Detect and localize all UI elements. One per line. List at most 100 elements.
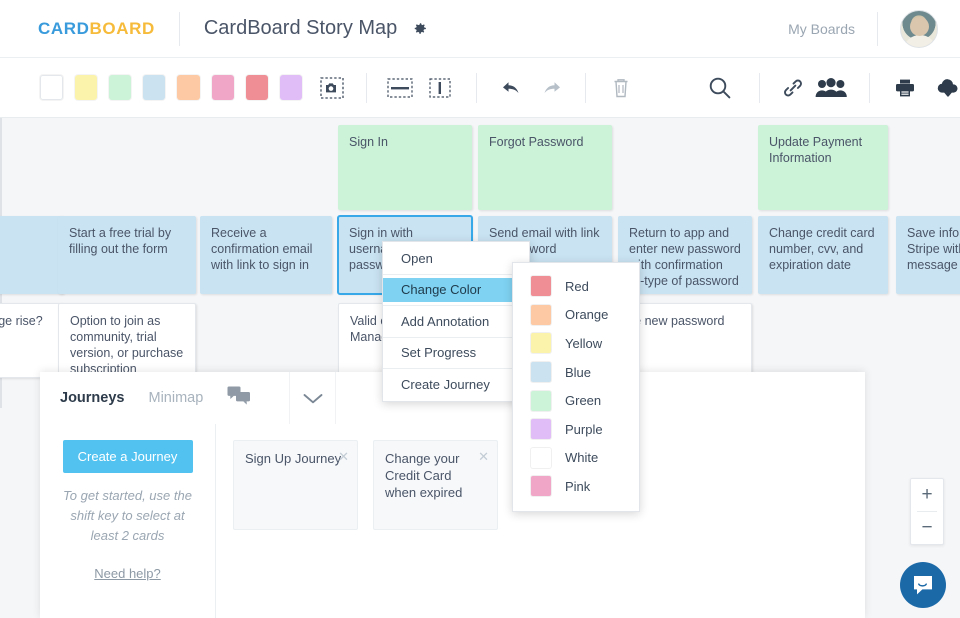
color-option-white[interactable]: White bbox=[513, 444, 639, 473]
tab-journeys[interactable]: Journeys bbox=[60, 390, 125, 406]
color-option-orange[interactable]: Orange bbox=[513, 301, 639, 330]
journey-card[interactable]: Change your Credit Card when expired ✕ bbox=[373, 440, 498, 530]
comments-icon[interactable] bbox=[227, 386, 251, 410]
color-option-label: Blue bbox=[565, 364, 592, 380]
color-swatch-icon bbox=[531, 276, 551, 297]
tab-minimap[interactable]: Minimap bbox=[148, 390, 204, 406]
color-option-yellow[interactable]: Yellow bbox=[513, 329, 639, 358]
zoom-controls-separator bbox=[917, 511, 937, 512]
journey-card[interactable]: Sign Up Journey✕ bbox=[233, 440, 358, 530]
my-boards-link[interactable]: My Boards bbox=[788, 20, 855, 37]
header-right: My Boards bbox=[788, 9, 960, 48]
color-swatch-icon bbox=[531, 304, 551, 325]
story-card-text: Receive a confirmation email with link t… bbox=[211, 226, 313, 272]
logo-text-card: CARD bbox=[38, 18, 90, 38]
zoom-out-button[interactable]: − bbox=[921, 517, 933, 538]
print-icon[interactable] bbox=[892, 74, 917, 102]
story-card[interactable]: Option to join as community, trial versi… bbox=[58, 303, 196, 378]
chevron-down-icon[interactable] bbox=[289, 372, 336, 424]
color-option-label: Orange bbox=[565, 307, 609, 323]
camera-icon[interactable] bbox=[319, 74, 344, 102]
swatch-yellow[interactable] bbox=[74, 75, 97, 100]
redo-icon[interactable] bbox=[538, 74, 563, 102]
toolbar-divider-5 bbox=[869, 72, 871, 103]
cardboard-logo[interactable]: CARDBOARD bbox=[38, 19, 155, 39]
journeys-panel-tabs: Journeys Minimap bbox=[40, 372, 865, 424]
story-card[interactable]: Forgot Password bbox=[478, 125, 612, 210]
context-menu-item-set-progress[interactable]: Set Progress bbox=[383, 341, 529, 366]
story-card[interactable]: Return to app and enter new password wit… bbox=[618, 216, 752, 294]
trash-icon[interactable] bbox=[608, 74, 633, 102]
color-option-purple[interactable]: Purple bbox=[513, 415, 639, 444]
story-card[interactable]: Change credit card number, cvv, and expi… bbox=[758, 216, 888, 294]
context-menu-item-open[interactable]: Open bbox=[383, 246, 529, 271]
color-option-label: Pink bbox=[565, 478, 591, 494]
color-swatch-icon bbox=[531, 362, 551, 383]
close-icon[interactable]: ✕ bbox=[478, 449, 489, 464]
avatar[interactable] bbox=[900, 9, 938, 48]
journey-card-title: Change your Credit Card when expired bbox=[385, 451, 463, 500]
swatch-white[interactable] bbox=[40, 75, 63, 100]
color-swatch-icon bbox=[531, 447, 551, 468]
story-card[interactable]: Update Payment Information bbox=[758, 125, 888, 210]
link-icon[interactable] bbox=[780, 74, 805, 102]
color-option-label: Purple bbox=[565, 421, 603, 437]
vertical-split-icon[interactable] bbox=[427, 74, 452, 102]
context-menu-separator-2 bbox=[383, 305, 529, 306]
create-journey-button[interactable]: Create a Journey bbox=[62, 440, 193, 473]
context-menu-separator-3 bbox=[383, 336, 529, 338]
swatch-purple[interactable] bbox=[280, 75, 303, 100]
undo-icon[interactable] bbox=[499, 74, 524, 102]
story-card-text: Save information to Stripe with success … bbox=[907, 226, 960, 272]
story-card-text: am, large rise? bbox=[0, 314, 43, 328]
story-card[interactable]: Start a free trial by filling out the fo… bbox=[58, 216, 196, 294]
context-menu-item-add-annotation[interactable]: Add Annotation bbox=[383, 309, 529, 334]
zoom-controls: + − bbox=[910, 478, 944, 545]
logo-text-board: BOARD bbox=[89, 18, 155, 38]
story-card-text: Sign In bbox=[349, 135, 388, 149]
people-icon[interactable] bbox=[815, 74, 847, 102]
color-swatch-icon bbox=[531, 476, 551, 497]
color-option-label: Green bbox=[565, 393, 602, 409]
story-card[interactable]: Sign In bbox=[338, 125, 472, 210]
color-option-blue[interactable]: Blue bbox=[513, 358, 639, 387]
zoom-in-button[interactable]: + bbox=[921, 484, 933, 505]
story-card[interactable]: options bbox=[0, 216, 64, 294]
swatch-red[interactable] bbox=[245, 75, 269, 100]
page-title: CardBoard Story Map bbox=[203, 17, 398, 39]
toolbar-divider-3 bbox=[585, 72, 587, 103]
story-card[interactable]: am, large rise? bbox=[0, 303, 64, 378]
story-card-text: Forgot Password bbox=[489, 135, 584, 149]
context-menu-label: Open bbox=[401, 250, 433, 266]
swatch-blue[interactable] bbox=[143, 75, 166, 100]
swatch-orange[interactable] bbox=[177, 75, 200, 100]
horizontal-split-icon[interactable] bbox=[387, 74, 413, 102]
context-menu-label: Add Annotation bbox=[401, 313, 490, 329]
context-menu-item-create-journey[interactable]: Create Journey bbox=[383, 372, 529, 397]
header-divider bbox=[178, 11, 180, 46]
journeys-panel-body: Create a Journey To get started, use the… bbox=[40, 424, 865, 618]
swatch-pink[interactable] bbox=[211, 75, 234, 100]
color-swatch-icon bbox=[531, 390, 551, 411]
color-swatch-icon bbox=[531, 333, 551, 354]
story-card[interactable]: Save information to Stripe with success … bbox=[896, 216, 960, 294]
color-option-red[interactable]: Red bbox=[513, 272, 639, 301]
search-icon[interactable] bbox=[705, 71, 735, 105]
app-header: CARDBOARD CardBoard Story Map My Boards bbox=[0, 0, 960, 58]
story-card-text: Start a free trial by filling out the fo… bbox=[69, 226, 172, 256]
journeys-sidebar: Create a Journey To get started, use the… bbox=[40, 424, 216, 618]
cloud-download-icon[interactable] bbox=[935, 74, 960, 102]
color-option-green[interactable]: Green bbox=[513, 386, 639, 415]
close-icon[interactable]: ✕ bbox=[338, 449, 349, 464]
story-card[interactable]: Receive a confirmation email with link t… bbox=[200, 216, 332, 294]
story-card[interactable]: re new password bbox=[618, 303, 752, 383]
context-menu-label: Change Color bbox=[401, 282, 482, 298]
chat-bubble-icon[interactable] bbox=[900, 562, 946, 608]
color-option-pink[interactable]: Pink bbox=[513, 472, 639, 501]
context-menu-separator-4 bbox=[383, 368, 529, 369]
need-help-link[interactable]: Need help? bbox=[94, 566, 161, 581]
context-menu-item-change-color[interactable]: Change Color bbox=[383, 277, 529, 302]
swatch-green[interactable] bbox=[108, 75, 132, 100]
gear-icon[interactable] bbox=[409, 19, 429, 39]
